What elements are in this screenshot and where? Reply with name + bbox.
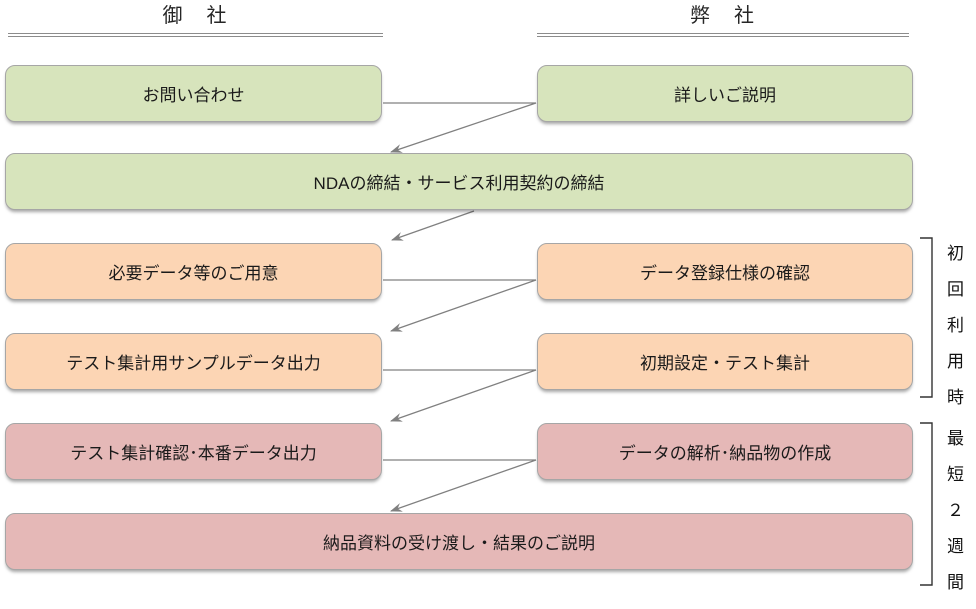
bracket-first-use [920,237,933,398]
step-prepare-data: 必要データ等のご用意 [5,243,382,300]
step-inquiry: お問い合わせ [5,65,382,122]
annotation-two-weeks-min: 最短２週間 [944,429,963,609]
vendor-header-label: 弊 社 [690,5,756,27]
client-header-underline [8,33,383,37]
step-analysis-deliverables: データの解析･納品物の作成 [537,423,913,480]
annotation-first-use: 初回利用時 [944,244,963,424]
step-confirm-data-spec: データ登録仕様の確認 [537,243,913,300]
step-detailed-explanation: 詳しいご説明 [537,65,913,122]
step-delivery-results: 納品資料の受け渡し・結果のご説明 [5,513,913,570]
column-header-client: 御 社 [8,2,383,37]
step-sample-data-output: テスト集計用サンプルデータ出力 [5,333,382,390]
vendor-header-underline [537,33,909,37]
client-header-label: 御 社 [162,5,229,27]
column-header-vendor: 弊 社 [537,2,909,37]
step-initial-setup-test: 初期設定・テスト集計 [537,333,913,390]
step-nda-contract: NDAの締結・サービス利用契約の締結 [5,153,913,210]
bracket-two-weeks [920,422,933,586]
step-test-confirm-production-output: テスト集計確認･本番データ出力 [5,423,382,480]
